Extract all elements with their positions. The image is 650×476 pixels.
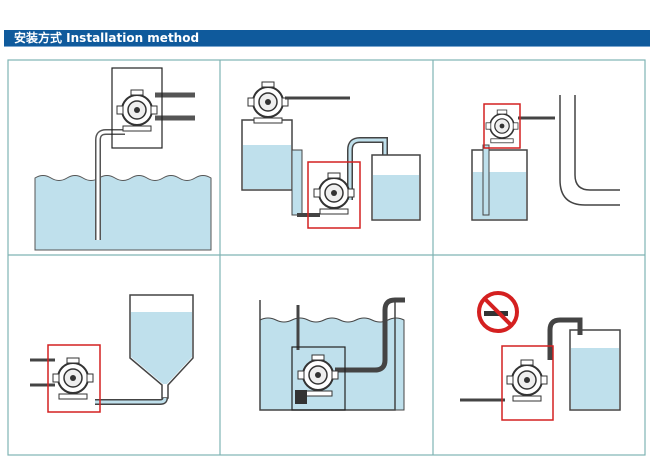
panel-drum-top-mount — [471, 95, 620, 221]
pump-icon — [485, 109, 519, 144]
panel-flooded-suction-hopper — [30, 294, 194, 413]
panel-no-smoking-installation — [460, 291, 621, 421]
panel-drum-transfer — [241, 81, 421, 229]
pump-highlight-box — [291, 346, 346, 411]
pump-icon — [506, 359, 548, 402]
pump-highlight-box — [47, 344, 101, 413]
no-smoking-icon — [477, 291, 519, 333]
pump-highlight-box — [307, 161, 361, 229]
section-header: 安装方式 Installation method — [4, 30, 650, 47]
pump-highlight-box — [111, 67, 163, 149]
pump-highlight-box — [501, 345, 554, 421]
pump-icon — [52, 357, 94, 400]
pump-icon — [116, 89, 158, 132]
pump-highlight-box — [483, 103, 521, 149]
panel-submerged — [259, 297, 405, 411]
panel-suction-lift — [34, 67, 212, 251]
section-title: 安装方式 Installation method — [14, 31, 200, 45]
panel-grid — [7, 59, 646, 456]
